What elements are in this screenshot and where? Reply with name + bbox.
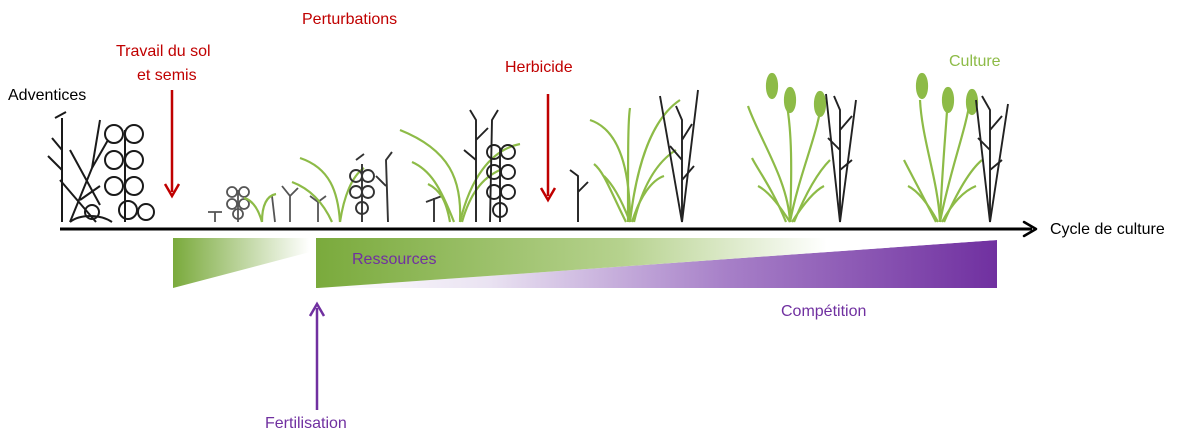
fertilisation-arrow: [308, 301, 326, 410]
herbicide-arrow: [539, 94, 557, 203]
resources-band-2: [316, 238, 997, 288]
herbicide-label: Herbicide: [505, 59, 573, 76]
travail-label-line2: et semis: [137, 67, 197, 84]
crop-stage-5: [903, 72, 983, 223]
weed-stage-3: [659, 89, 699, 223]
resources-band-1: [173, 238, 310, 288]
weed-post-herbicide: [569, 169, 589, 222]
crop-seedlings: [243, 156, 365, 223]
weed-seedlings: [208, 185, 327, 223]
weed-stage-5: [975, 95, 1009, 223]
ressources-label: Ressources: [352, 251, 437, 268]
competition-label: Compétition: [781, 303, 867, 320]
weed-pre-herbicide: [463, 109, 516, 223]
perturbations-label: Perturbations: [302, 11, 398, 28]
crop-stage-3: [589, 99, 681, 223]
travail-label-line1: Travail du sol: [116, 43, 211, 60]
crop-stage-4: [746, 72, 831, 223]
travail-arrow: [163, 90, 181, 199]
weed-cluster-initial: [47, 111, 155, 223]
fertilisation-label: Fertilisation: [265, 415, 347, 432]
crop-pre-herbicide: [399, 128, 521, 223]
adventices-label: Adventices: [8, 87, 87, 104]
culture-label: Culture: [949, 53, 1001, 70]
weed-stage-4: [825, 93, 857, 223]
weed-cluster-mid: [349, 151, 443, 223]
time-axis: [60, 220, 1038, 238]
cycle-label: Cycle de culture: [1050, 221, 1165, 238]
